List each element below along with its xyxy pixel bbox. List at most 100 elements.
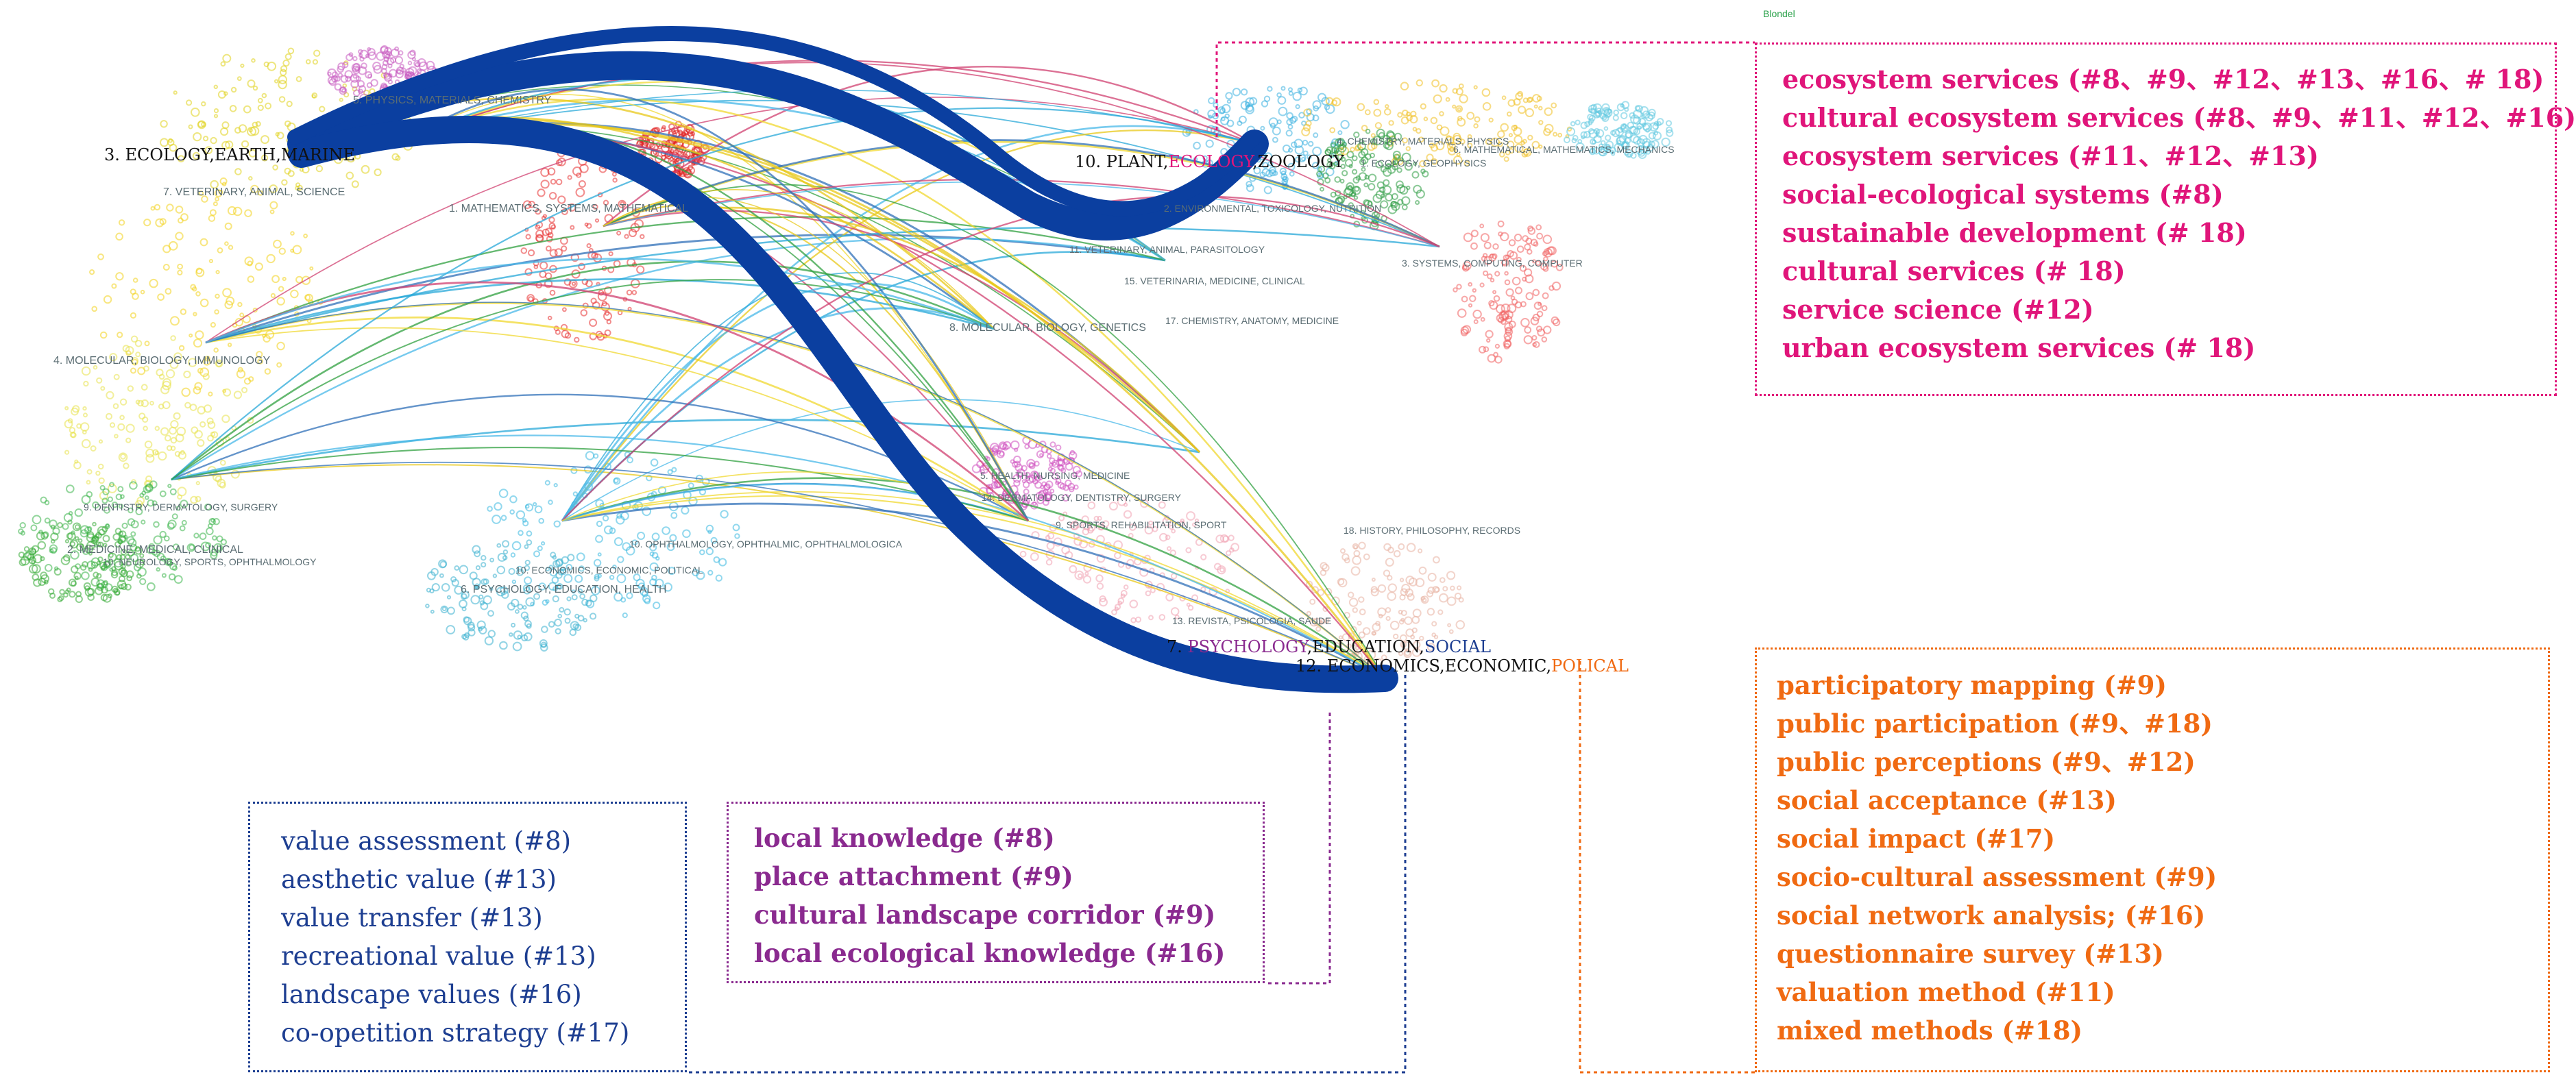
journal-point — [90, 445, 97, 452]
journal-point — [309, 266, 314, 271]
journal-point — [1504, 335, 1511, 343]
journal-point — [1486, 338, 1491, 343]
journal-point — [1370, 586, 1378, 593]
keyword-item: value transfer (#13) — [281, 903, 543, 933]
journal-point — [204, 503, 212, 511]
journal-point — [1352, 555, 1362, 565]
journal-point — [112, 403, 119, 410]
journal-point — [523, 615, 529, 621]
journal-point — [130, 367, 136, 374]
connector-ecology — [1215, 41, 1755, 137]
journal-point — [1352, 155, 1358, 162]
journal-point — [1170, 607, 1180, 616]
journal-point — [86, 480, 91, 485]
journal-point — [1055, 444, 1062, 451]
journal-point — [229, 105, 237, 112]
journal-point — [617, 556, 624, 563]
journal-point — [1483, 346, 1490, 353]
journal-point — [1482, 253, 1488, 258]
journal-point — [1034, 481, 1043, 489]
journal-point — [1466, 112, 1475, 120]
journal-point — [374, 168, 382, 177]
journal-point — [83, 412, 88, 418]
journal-point — [102, 488, 110, 495]
journal-point — [276, 297, 285, 306]
journal-point — [533, 593, 540, 600]
journal-point — [1493, 295, 1500, 302]
journal-point — [217, 247, 223, 254]
journal-point — [139, 553, 145, 558]
citation-link — [603, 139, 1440, 248]
journal-point — [627, 306, 632, 311]
journal-point — [121, 522, 128, 529]
journal-point — [213, 543, 223, 553]
journal-point — [141, 384, 148, 391]
journal-point — [1430, 116, 1438, 125]
journal-point — [168, 573, 176, 581]
journal-point — [340, 75, 349, 83]
journal-point — [524, 559, 531, 566]
journal-point — [520, 247, 528, 254]
journal-point — [1074, 570, 1084, 580]
journal-point — [1642, 122, 1653, 132]
journal-point — [358, 88, 363, 95]
journal-point — [667, 469, 673, 476]
journal-point — [220, 539, 227, 545]
journal-point — [97, 463, 104, 470]
journal-point — [595, 534, 603, 543]
journal-point — [586, 243, 592, 249]
journal-point — [1600, 140, 1606, 146]
journal-point — [101, 497, 108, 504]
journal-point — [1431, 79, 1440, 88]
journal-point — [1463, 160, 1470, 166]
journal-point — [470, 595, 481, 605]
journal-point — [248, 176, 253, 181]
journal-point — [240, 63, 245, 69]
keyword-item: sustainable development (# 18) — [1782, 217, 2247, 248]
journal-point — [1431, 632, 1436, 637]
journal-point — [1404, 162, 1413, 171]
journal-point — [1393, 633, 1399, 640]
journal-point — [1588, 129, 1599, 139]
journal-point — [594, 218, 600, 223]
journal-point — [1490, 254, 1494, 258]
journal-point — [1625, 132, 1632, 139]
journal-point — [1507, 140, 1515, 149]
journal-point — [358, 66, 367, 75]
journal-point — [1419, 635, 1424, 641]
journal-point — [1513, 127, 1522, 136]
journal-point — [339, 97, 343, 102]
journal-point — [1320, 186, 1324, 192]
journal-point — [1482, 102, 1492, 111]
journal-point — [227, 206, 237, 216]
journal-point — [509, 632, 513, 637]
journal-point — [1167, 546, 1171, 552]
journal-point — [1205, 139, 1214, 148]
journal-point — [134, 340, 143, 347]
keyword-item: place attachment (#9) — [754, 861, 1073, 891]
journal-point — [518, 530, 524, 536]
journal-point — [548, 499, 553, 505]
journal-point — [1337, 578, 1345, 586]
journal-point — [243, 378, 252, 385]
journal-point — [1341, 553, 1350, 561]
journal-point — [1117, 600, 1123, 606]
journal-point — [1049, 462, 1054, 467]
journal-point — [1019, 550, 1027, 558]
journal-point — [526, 539, 533, 546]
journal-point — [1543, 325, 1552, 334]
journal-point — [1368, 183, 1376, 191]
journal-point — [440, 605, 448, 614]
journal-point — [120, 494, 125, 499]
journal-point — [462, 634, 470, 641]
journal-point — [1288, 90, 1293, 96]
journal-point — [40, 532, 49, 540]
journal-point — [278, 79, 287, 90]
journal-point — [405, 68, 415, 77]
journal-point — [1380, 166, 1387, 173]
journal-point — [328, 78, 337, 86]
journal-point — [162, 380, 171, 391]
journal-point — [175, 506, 181, 511]
journal-point — [136, 573, 142, 579]
journal-point — [327, 71, 332, 76]
